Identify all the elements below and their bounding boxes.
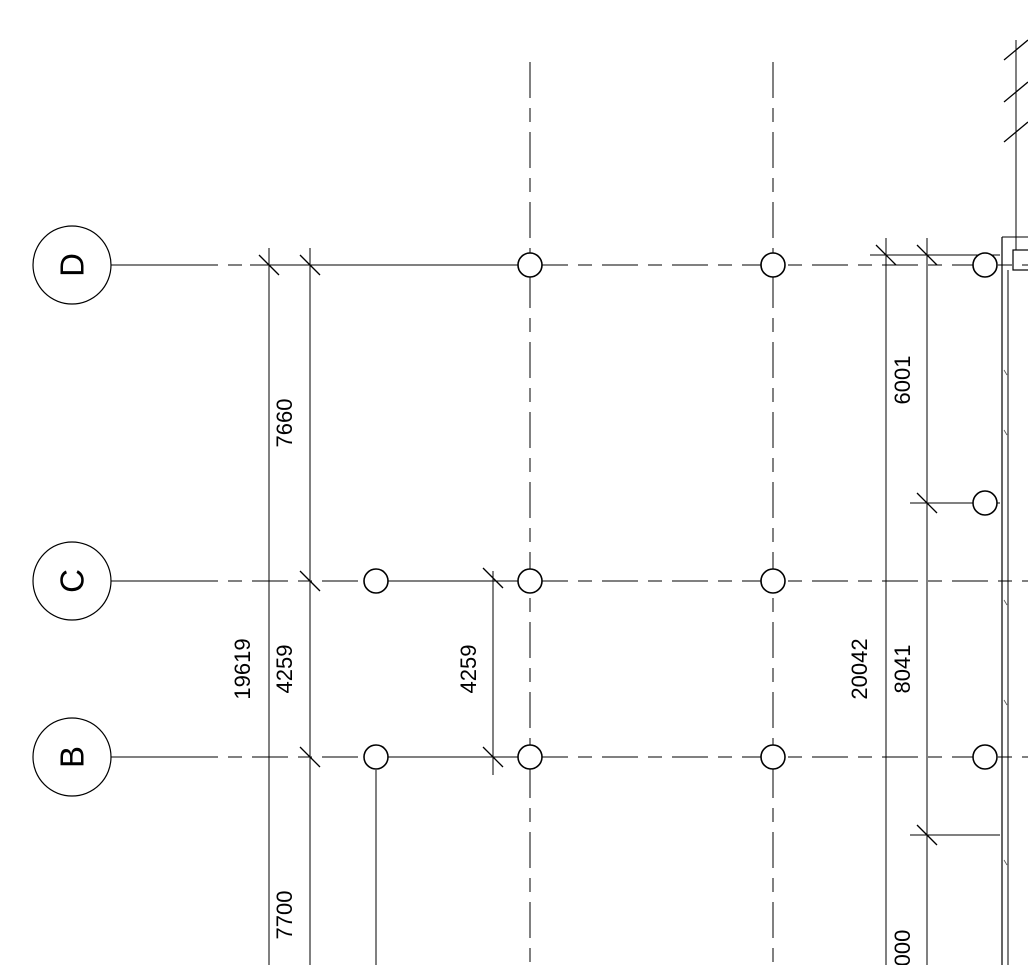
middle-dimension: 4259 [456, 567, 504, 775]
column-d-2 [760, 252, 786, 278]
dim-left-cb: 4259 [272, 645, 297, 694]
dim-right-overall: 20042 [847, 638, 872, 699]
column-b-mid [363, 744, 389, 770]
column-d-1 [517, 252, 543, 278]
dim-left-dc: 7660 [272, 399, 297, 448]
grid-bubble-b: B [32, 717, 200, 797]
dim-left-overall: 19619 [230, 638, 255, 699]
grid-bubble-d: D [32, 225, 200, 305]
column-d-edge [972, 252, 998, 278]
vertical-grid-lines [529, 62, 774, 965]
grid-bubble-c-label: C [54, 569, 91, 593]
grid-bubble-c: C [32, 541, 200, 621]
left-dimension-chain: 19619 7660 4259 7700 [230, 248, 530, 965]
grid-columns [517, 252, 786, 770]
column-b-1 [517, 744, 543, 770]
grid-bubble-d-label: D [54, 253, 91, 277]
column-b-2 [760, 744, 786, 770]
grid-bubble-b-label: B [54, 746, 91, 768]
column-c-mid [363, 568, 389, 594]
edge-wall [1001, 39, 1028, 965]
column-mid-edge [972, 490, 998, 516]
dim-right-bottom-partial: 000 [890, 930, 915, 965]
column-c-2 [760, 568, 786, 594]
dim-right-top: 6001 [890, 356, 915, 405]
dim-right-middle: 8041 [890, 645, 915, 694]
dim-left-bottom: 7700 [272, 891, 297, 940]
dim-middle-cb: 4259 [456, 645, 481, 694]
right-dimension-chain: 20042 6001 8041 000 [847, 238, 1000, 965]
column-b-edge [972, 744, 998, 770]
edge-columns [972, 252, 998, 770]
column-c-1 [517, 568, 543, 594]
middle-columns [363, 568, 515, 965]
